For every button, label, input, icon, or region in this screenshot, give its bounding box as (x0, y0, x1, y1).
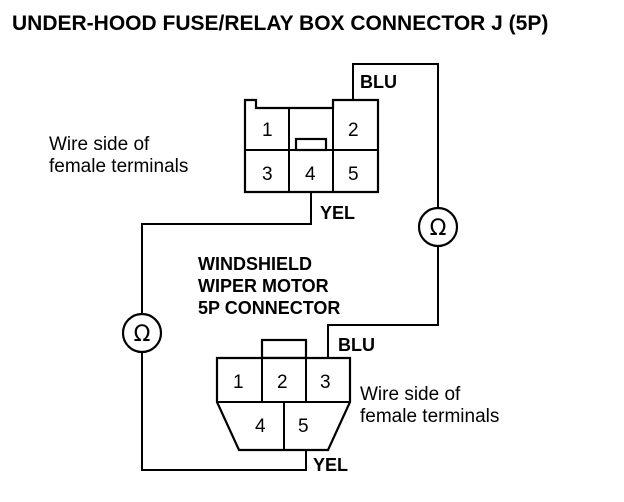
motor-pin-1: 1 (233, 372, 244, 393)
motor-name-line1: WINDSHIELD (198, 254, 312, 274)
ohmmeter-left: Ω (121, 312, 163, 354)
motor-pin-3: 3 (320, 372, 331, 393)
motor-pin-5: 5 (298, 416, 309, 437)
pin-4: 4 (305, 164, 316, 185)
bottom-side-label-line2: female terminals (360, 406, 499, 427)
blu-wire-lower (327, 246, 439, 358)
yel-wire-upper (141, 192, 312, 314)
ohmmeter-circle (417, 206, 459, 248)
top-side-label-line2: female terminals (49, 156, 188, 177)
connector-latch (294, 137, 328, 152)
bottom-wire-blu: BLU (338, 335, 375, 355)
pin-3: 3 (262, 164, 273, 185)
motor-pin-2: 2 (277, 372, 288, 393)
motor-connector-latch (260, 338, 308, 360)
top-wire-yel: YEL (320, 203, 355, 223)
pin-1: 1 (262, 120, 273, 141)
ohmmeter-circle (121, 312, 163, 354)
top-side-label-line1: Wire side of (49, 134, 150, 155)
pin-5: 5 (348, 164, 359, 185)
blu-wire-upper (352, 63, 439, 208)
ohmmeter-right: Ω (417, 206, 459, 248)
top-wire-blu: BLU (360, 72, 397, 92)
diagram-title: UNDER-HOOD FUSE/RELAY BOX CONNECTOR J (5… (12, 12, 548, 35)
ohm-icon: Ω (134, 322, 151, 347)
fuse-relay-box-connector: 1 2 3 4 5 (243, 98, 380, 194)
motor-pin-4: 4 (255, 416, 266, 437)
ohm-icon: Ω (430, 216, 447, 241)
wiper-motor-connector: 1 2 3 4 5 (215, 338, 352, 452)
bottom-wire-yel: YEL (313, 455, 348, 475)
motor-name-line2: WIPER MOTOR (198, 276, 329, 296)
motor-name-line3: 5P CONNECTOR (198, 298, 340, 318)
bottom-side-label-line1: Wire side of (360, 384, 461, 405)
yel-wire-lower (141, 352, 307, 471)
pin-2: 2 (348, 120, 359, 141)
